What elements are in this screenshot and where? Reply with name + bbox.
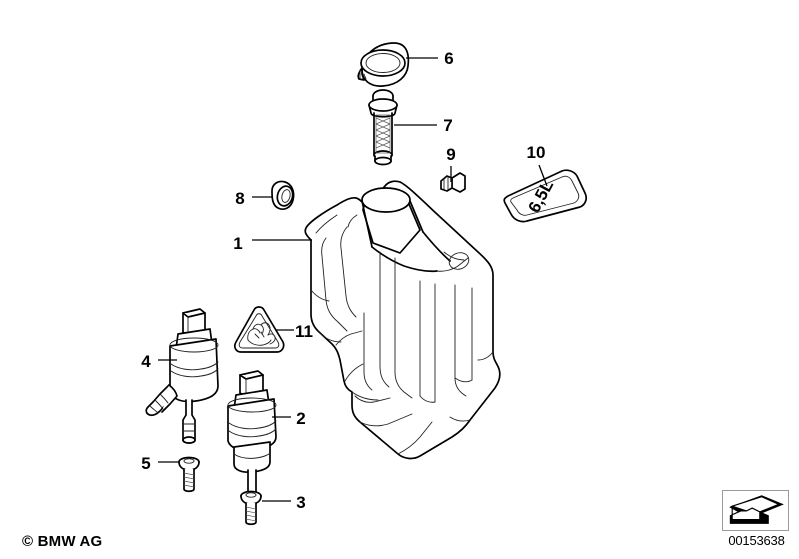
callout-2: 2 [296,409,305,428]
callout-11: 11 [295,322,313,341]
callout-9: 9 [446,145,455,164]
callout-numbers: 1 2 3 4 5 6 7 8 9 10 11 [141,49,545,512]
callout-7: 7 [443,116,452,135]
part-washer-fluid-reservoir [304,180,501,460]
callout-6: 6 [444,49,453,68]
callout-8: 8 [235,189,244,208]
part-warning-triangle-label [233,306,285,353]
part-screw-left [178,456,200,493]
reference-footer: 00153638 [722,490,791,548]
copyright-notice: © BMW AG [22,533,103,550]
leader-10 [538,164,548,187]
part-washer-pump-dual [145,308,219,444]
part-filler-pipe-strainer [368,89,398,166]
callout-3: 3 [296,493,305,512]
part-rubber-grommet [271,180,295,210]
callout-4: 4 [141,352,151,371]
callout-1: 1 [233,234,242,253]
part-screw-bottom [240,490,262,526]
part-filler-cap [357,42,410,87]
reference-number: 00153638 [728,533,785,548]
part-washer-pump-single [227,370,277,499]
part-hex-bolt [440,172,466,193]
arrow-bent-icon [729,495,784,524]
part-capacity-label-plate: 6,5L [503,169,588,223]
leader-lines [158,57,548,502]
arrow-icon-box [722,490,789,531]
callout-5: 5 [141,454,150,473]
callout-10: 10 [527,143,546,162]
